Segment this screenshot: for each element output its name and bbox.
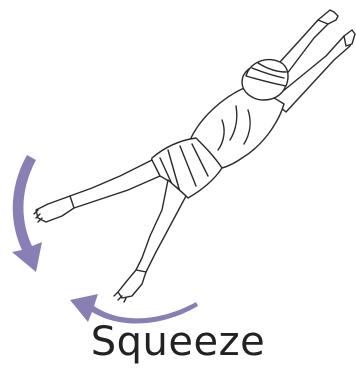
- swimmer-figure: [34, 10, 355, 302]
- caption-label: Squeeze: [0, 318, 356, 366]
